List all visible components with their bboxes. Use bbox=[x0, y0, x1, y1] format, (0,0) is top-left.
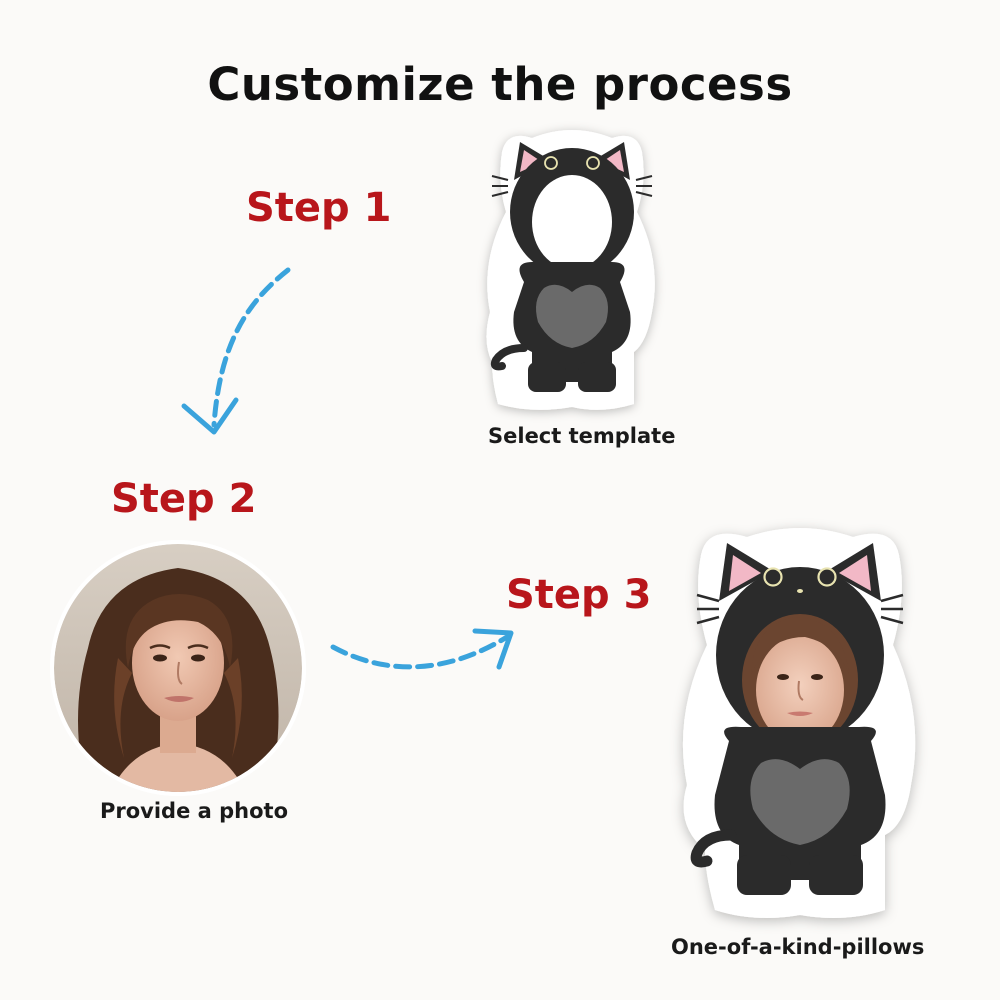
cat-template-icon bbox=[486, 130, 655, 410]
step-2-caption: Provide a photo bbox=[100, 799, 289, 823]
step-1-label: Step 1 bbox=[246, 185, 392, 231]
cat-pillow-icon bbox=[682, 528, 916, 919]
page-title: Customize the process bbox=[207, 58, 793, 111]
step-3-label: Step 3 bbox=[506, 572, 652, 618]
portrait-photo bbox=[50, 540, 306, 796]
step-1-caption: Select template bbox=[488, 424, 676, 448]
step-3-caption: One-of-a-kind-pillows bbox=[671, 935, 925, 959]
dashed-arrow-icon bbox=[330, 628, 514, 670]
step-2-label: Step 2 bbox=[111, 476, 257, 522]
dashed-arrow-icon bbox=[181, 267, 291, 435]
